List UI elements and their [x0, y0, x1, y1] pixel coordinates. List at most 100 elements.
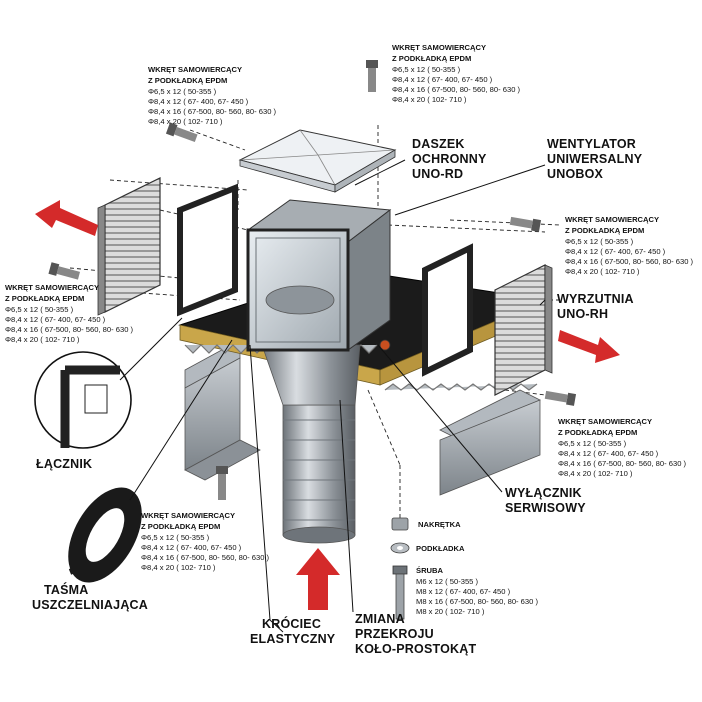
svg-text:Φ8,4 x 16 ( 67-500, 80- 560, 8: Φ8,4 x 16 ( 67-500, 80- 560, 80- 630 ) [565, 257, 694, 266]
svg-text:M8 x 20 ( 102- 710 ): M8 x 20 ( 102- 710 ) [416, 607, 485, 616]
svg-text:Φ8,4 x 20 ( 102- 710 ): Φ8,4 x 20 ( 102- 710 ) [558, 469, 633, 478]
svg-text:Φ8,4 x 12 ( 67- 400, 67- 450 ): Φ8,4 x 12 ( 67- 400, 67- 450 ) [558, 449, 659, 458]
svg-text:Φ8,4 x 20 ( 102- 710 ): Φ8,4 x 20 ( 102- 710 ) [565, 267, 640, 276]
screw-spec-right-lower: WKRĘT SAMOWIERCĄCY Z PODKŁADKĄ EPDM Φ6,5… [558, 417, 687, 478]
svg-text:Φ6,5 x 12 ( 50-355 ): Φ6,5 x 12 ( 50-355 ) [5, 305, 74, 314]
svg-text:Φ8,4 x 16 ( 67-500, 80- 560, 8: Φ8,4 x 16 ( 67-500, 80- 560, 80- 630 ) [148, 107, 277, 116]
washer-icon [390, 542, 410, 554]
screw-spec-right-upper: WKRĘT SAMOWIERCĄCY Z PODKŁADKĄ EPDM Φ6,5… [565, 215, 694, 276]
svg-text:KOŁO-PROSTOKĄT: KOŁO-PROSTOKĄT [355, 642, 476, 656]
steel-beam-right [439, 389, 541, 496]
svg-text:WKRĘT SAMOWIERCĄCY: WKRĘT SAMOWIERCĄCY [148, 65, 242, 74]
svg-text:WKRĘT SAMOWIERCĄCY: WKRĘT SAMOWIERCĄCY [565, 215, 659, 224]
svg-text:Z PODKŁADKĄ EPDM: Z PODKŁADKĄ EPDM [558, 428, 637, 437]
screw-icon [165, 122, 198, 143]
svg-text:UNO-RD: UNO-RD [412, 167, 463, 181]
svg-text:Φ8,4 x 20 ( 102- 710 ): Φ8,4 x 20 ( 102- 710 ) [148, 117, 223, 126]
svg-text:ZMIANA: ZMIANA [355, 612, 405, 626]
label-wyrzutnia: WYRZUTNIA UNO-RH [557, 292, 634, 321]
svg-text:Φ8,4 x 12 ( 67- 400, 67- 450 ): Φ8,4 x 12 ( 67- 400, 67- 450 ) [5, 315, 106, 324]
svg-text:M8 x 16 ( 67-500, 80- 560, 80-: M8 x 16 ( 67-500, 80- 560, 80- 630 ) [416, 597, 538, 606]
svg-text:M8 x 12 ( 67- 400, 67- 450 ): M8 x 12 ( 67- 400, 67- 450 ) [416, 587, 511, 596]
svg-text:Φ8,4 x 12 ( 67- 400, 67- 450 ): Φ8,4 x 12 ( 67- 400, 67- 450 ) [141, 543, 242, 552]
svg-text:UNO-RH: UNO-RH [557, 307, 608, 321]
service-switch [379, 339, 391, 351]
svg-text:WKRĘT SAMOWIERCĄCY: WKRĘT SAMOWIERCĄCY [5, 283, 99, 292]
svg-text:WKRĘT SAMOWIERCĄCY: WKRĘT SAMOWIERCĄCY [558, 417, 652, 426]
svg-text:Φ8,4 x 16 ( 67-500, 80- 560, 8: Φ8,4 x 16 ( 67-500, 80- 560, 80- 630 ) [5, 325, 134, 334]
svg-text:WKRĘT SAMOWIERCĄCY: WKRĘT SAMOWIERCĄCY [392, 43, 486, 52]
svg-text:Φ8,4 x 20 ( 102- 710 ): Φ8,4 x 20 ( 102- 710 ) [141, 563, 216, 572]
svg-text:ŚRUBA: ŚRUBA [416, 566, 444, 575]
label-leader-lines [249, 159, 546, 633]
roof-cap-uno-rd [238, 129, 397, 193]
nut-icon [391, 517, 409, 531]
svg-text:KRÓCIEC: KRÓCIEC [262, 616, 321, 631]
arrow-left-out [35, 200, 98, 236]
steel-beam-left [184, 339, 261, 481]
svg-text:USZCZELNIAJĄCA: USZCZELNIAJĄCA [32, 598, 148, 612]
svg-text:Z PODKŁADKĄ EPDM: Z PODKŁADKĄ EPDM [392, 54, 471, 63]
svg-text:OCHRONNY: OCHRONNY [412, 152, 487, 166]
label-krociec: KRÓCIEC ELASTYCZNY [250, 616, 336, 646]
svg-text:WKRĘT SAMOWIERCĄCY: WKRĘT SAMOWIERCĄCY [141, 511, 235, 520]
screw-spec-left: WKRĘT SAMOWIERCĄCY Z PODKŁADKĄ EPDM Φ6,5… [5, 283, 134, 344]
svg-text:PRZEKROJU: PRZEKROJU [355, 627, 434, 641]
svg-text:WENTYLATOR: WENTYLATOR [547, 137, 636, 151]
svg-text:Z PODKŁADKĄ EPDM: Z PODKŁADKĄ EPDM [5, 294, 84, 303]
svg-text:Φ8,4 x 12 ( 67- 400, 67- 450 ): Φ8,4 x 12 ( 67- 400, 67- 450 ) [148, 97, 249, 106]
svg-text:Φ6,5 x 12 ( 50-355 ): Φ6,5 x 12 ( 50-355 ) [565, 237, 634, 246]
svg-text:PODKŁADKA: PODKŁADKA [416, 544, 465, 553]
left-grille [97, 177, 161, 316]
svg-text:ŁĄCZNIK: ŁĄCZNIK [36, 457, 92, 471]
screw-spec-top-center: WKRĘT SAMOWIERCĄCY Z PODKŁADKĄ EPDM Φ6,5… [392, 43, 521, 104]
svg-text:Φ8,4 x 20 ( 102- 710 ): Φ8,4 x 20 ( 102- 710 ) [5, 335, 80, 344]
svg-text:Z PODKŁADKĄ EPDM: Z PODKŁADKĄ EPDM [148, 76, 227, 85]
screw-icon [544, 390, 577, 406]
svg-text:WYŁĄCZNIK: WYŁĄCZNIK [505, 486, 582, 500]
fan-box-unobox [246, 199, 392, 352]
svg-text:NAKRĘTKA: NAKRĘTKA [418, 520, 461, 529]
sealing-tape-roll [68, 339, 233, 583]
label-zmiana-przekroju: ZMIANA PRZEKROJU KOŁO-PROSTOKĄT [355, 612, 476, 656]
label-wylacznik: WYŁĄCZNIK SERWISOWY [505, 486, 586, 515]
svg-text:Φ6,5 x 12 ( 50-355 ): Φ6,5 x 12 ( 50-355 ) [558, 439, 627, 448]
label-daszek-ochronny: DASZEK OCHRONNY UNO-RD [412, 137, 487, 181]
svg-text:SERWISOWY: SERWISOWY [505, 501, 586, 515]
svg-text:Φ6,5 x 12 ( 50-355 ): Φ6,5 x 12 ( 50-355 ) [148, 87, 217, 96]
arrow-up-in [296, 548, 340, 610]
left-frame [177, 183, 238, 317]
bolt-icon [392, 565, 408, 620]
svg-text:Φ8,4 x 16 ( 67-500, 80- 560, 8: Φ8,4 x 16 ( 67-500, 80- 560, 80- 630 ) [141, 553, 270, 562]
svg-text:UNOBOX: UNOBOX [547, 167, 604, 181]
svg-text:UNIWERSALNY: UNIWERSALNY [547, 152, 643, 166]
airflow-arrows [35, 200, 620, 610]
svg-text:Φ8,4 x 20 ( 102- 710 ): Φ8,4 x 20 ( 102- 710 ) [392, 95, 467, 104]
label-wentylator: WENTYLATOR UNIWERSALNY UNOBOX [547, 137, 643, 181]
svg-text:Z PODKŁADKĄ EPDM: Z PODKŁADKĄ EPDM [565, 226, 644, 235]
screw-spec-bottom-center: WKRĘT SAMOWIERCĄCY Z PODKŁADKĄ EPDM Φ6,5… [141, 511, 270, 572]
svg-text:Φ6,5 x 12 ( 50-355 ): Φ6,5 x 12 ( 50-355 ) [141, 533, 210, 542]
connector-detail [34, 317, 183, 449]
screw-spec-top-left: WKRĘT SAMOWIERCĄCY Z PODKŁADKĄ EPDM Φ6,5… [148, 65, 277, 126]
screw-icon [509, 216, 542, 232]
svg-text:DASZEK: DASZEK [412, 137, 465, 151]
right-grille [494, 264, 553, 396]
svg-text:TAŚMA: TAŚMA [44, 582, 89, 597]
svg-text:Z PODKŁADKĄ EPDM: Z PODKŁADKĄ EPDM [141, 522, 220, 531]
svg-text:Φ6,5 x 12 ( 50-355 ): Φ6,5 x 12 ( 50-355 ) [392, 65, 461, 74]
label-tasma: TAŚMA USZCZELNIAJĄCA [32, 582, 148, 612]
right-frame [422, 243, 473, 377]
svg-text:WYRZUTNIA: WYRZUTNIA [557, 292, 634, 306]
round-duct [261, 344, 361, 544]
screw-icon [48, 262, 81, 280]
arrow-right-out [558, 330, 620, 363]
hardware-labels: NAKRĘTKA PODKŁADKA ŚRUBA M6 x 12 ( 50-35… [416, 520, 538, 616]
screw-icon [216, 466, 228, 500]
svg-text:M6 x 12 ( 50-355 ): M6 x 12 ( 50-355 ) [416, 577, 479, 586]
label-lacznik: ŁĄCZNIK [36, 457, 92, 471]
screw-icon [366, 60, 378, 92]
svg-text:Φ8,4 x 12 ( 67- 400, 67- 450 ): Φ8,4 x 12 ( 67- 400, 67- 450 ) [392, 75, 493, 84]
svg-text:Φ8,4 x 12 ( 67- 400, 67- 450 ): Φ8,4 x 12 ( 67- 400, 67- 450 ) [565, 247, 666, 256]
